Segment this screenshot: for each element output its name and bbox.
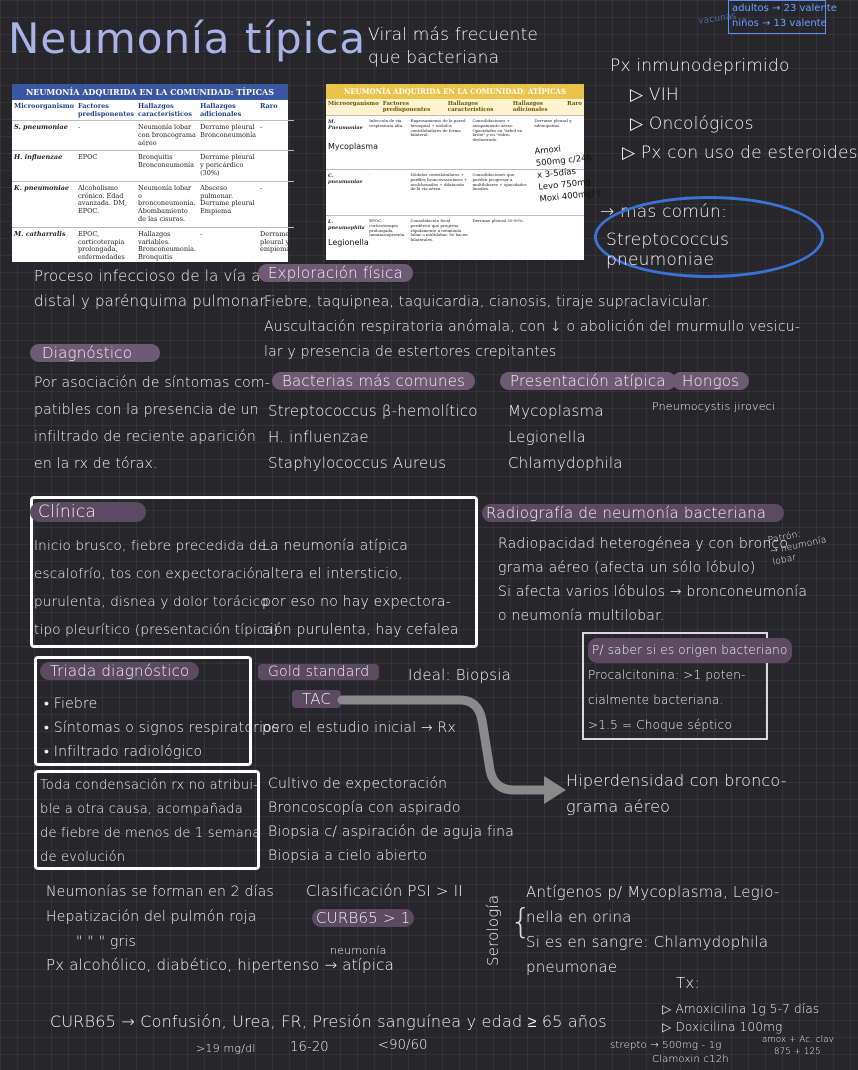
tx-strepto: strepto → 500mg - 1g <box>610 1040 722 1051</box>
viral-note: Viral más frecuente que bacteriana <box>368 25 539 68</box>
clinica-box <box>30 496 478 648</box>
ideal-biopsia: Ideal: Biopsia <box>408 666 512 684</box>
tac-label: TAC <box>292 690 342 708</box>
serologia-body: Antígenos p/ Mycoplasma, Legio- nella en… <box>526 883 780 976</box>
curb65-line: CURB65 → Confusión, Urea, FR, Presión sa… <box>50 1012 607 1031</box>
table-row: C. pneumoniae - Nódulos centrilobulares … <box>326 169 584 216</box>
hiperdensidad: Hiperdensidad con bronco- grama aéreo <box>566 771 787 816</box>
th: Raro <box>567 101 582 107</box>
table-atipicas: NEUMONÍA ADQUIRIDA EN LA COMUNIDAD: ATÍP… <box>326 84 584 260</box>
tx-clamoxin: Clamoxin c12h <box>652 1054 729 1065</box>
th: Factores predisponentes <box>77 102 135 118</box>
tx-amox-note: amox + Ac. clav 875 + 125 <box>762 1035 835 1057</box>
dosage-note: Amoxi 500mg c/24h x 3-5días Levo 750mg M… <box>534 144 603 205</box>
th: Factores predisponentes <box>382 101 431 113</box>
px-alcoholico-note: neumonía <box>330 944 387 957</box>
th: Hallazgos característicos <box>138 102 192 118</box>
atipica-heading: Presentación atípica <box>500 372 676 390</box>
th: Raro <box>260 102 278 110</box>
clinica-right: La neumonía atípica altera el interstici… <box>262 538 459 638</box>
table-row: K. pneumoniae Alcoholismo crónico. Edad … <box>12 180 295 228</box>
serologia-brace: { <box>510 902 532 942</box>
triada-list: • Fiebre • Síntomas o signos respiratori… <box>44 696 280 760</box>
table-row: M. Pneumoniae Infección de vía respirato… <box>326 115 584 170</box>
radiografia-heading: Radiografía de neumonía bacteriana <box>482 504 785 522</box>
curb65-urea: >19 mg/dl <box>196 1042 256 1055</box>
table-row: L. pneumophila EPOC, corticoterapia prol… <box>326 214 584 246</box>
clinica-heading: Clínica <box>30 502 146 522</box>
th: Microorganismo <box>14 102 74 110</box>
hongos-heading: Hongos <box>672 372 750 390</box>
condensacion-box <box>34 770 260 870</box>
table-row: M. catharralis EPOC, corticoterapia prol… <box>12 226 295 273</box>
bacterias-list: Streptococcus β-hemolítico H. influenzae… <box>268 402 478 472</box>
cultivos-list: Cultivo de expectoración Broncoscopía co… <box>268 776 515 864</box>
serologia-label: Serología <box>484 894 502 966</box>
procalcitonina-box <box>582 632 768 740</box>
px-inmunodeprimido: Px inmunodeprimido ▷ VIH ▷ Oncológicos ▷… <box>610 56 858 163</box>
hepatizacion: Neumonías se forman en 2 días Hepatizaci… <box>46 884 274 950</box>
exploracion-heading: Exploración física <box>258 264 413 282</box>
th: Hallazgos característicos <box>447 101 494 113</box>
hand-label-mycoplasma: Mycoplasma <box>328 142 378 151</box>
table-atipicas-title: NEUMONÍA ADQUIRIDA EN LA COMUNIDAD: ATÍP… <box>326 84 584 99</box>
hongos-item: Pneumocystis jiroveci <box>652 400 776 413</box>
tx-heading: Tx: <box>676 974 700 992</box>
exploracion-body: Fiebre, taquipnea, taquicardia, cianosis… <box>264 294 801 360</box>
px-alcoholico: Px alcohólico, diabético, hipertenso → a… <box>46 956 394 974</box>
table-tipicas-title: NEUMONÍA ADQUIRIDA EN LA COMUNIDAD: TÍPI… <box>12 84 288 100</box>
curb65-fr: 16-20 <box>290 1040 329 1055</box>
table-tipicas: NEUMONÍA ADQUIRIDA EN LA COMUNIDAD: TÍPI… <box>12 84 295 273</box>
vacunas-box: adultos → 23 valente niños → 13 valente <box>728 0 837 34</box>
mas-comun-ellipse <box>594 196 824 278</box>
diagnostico-heading: Diagnóstico <box>30 344 161 362</box>
th: Microorganismo <box>328 101 379 107</box>
gold-standard-label: Gold standard <box>258 664 380 680</box>
procalcitonina-body: P/ saber si es origen bacteriano Procalc… <box>588 638 792 738</box>
radiografia-body: Radiopacidad heterogénea y con bronco gr… <box>498 536 808 624</box>
condensacion-body: Toda condensación rx no atribui- ble a o… <box>40 778 261 865</box>
th: Hallazgos adicionales <box>512 101 548 113</box>
th: Hallazgos adicionales <box>200 102 242 118</box>
tx-list: ▷ Amoxicilina 1g 5-7 días ▷ Doxicilina 1… <box>662 1002 820 1034</box>
page-title: Neumonía típica <box>8 14 367 63</box>
clasificacion: Clasificación PSI > II CURB65 > 1 <box>306 882 463 927</box>
table-row: H. influenzae EPOC Bronquitis Bronconeum… <box>12 150 295 182</box>
clinica-left: Inicio brusco, fiebre precedida de escal… <box>34 538 279 638</box>
atipica-list: Mycoplasma Legionella Chlamydophila <box>508 402 623 472</box>
hand-label-legionella: Legionella <box>328 238 369 247</box>
bacterias-heading: Bacterias más comunes <box>272 372 476 390</box>
table-row: S. pneumoniae - Neumonía lobar con bronc… <box>12 119 295 151</box>
triada-heading: Triada diagnóstico <box>40 662 200 680</box>
mas-comun-text: Streptococcus pneumoniae <box>606 230 730 270</box>
triada-box <box>34 656 252 766</box>
estudio-inicial: pero el estudio inicial → Rx <box>262 720 456 736</box>
definicion: Proceso infeccioso de la vía aérea dista… <box>34 267 295 310</box>
diagnostico-body: Por asociación de síntomas com- patibles… <box>34 375 270 472</box>
curb65-presion: <90/60 <box>378 1038 428 1053</box>
